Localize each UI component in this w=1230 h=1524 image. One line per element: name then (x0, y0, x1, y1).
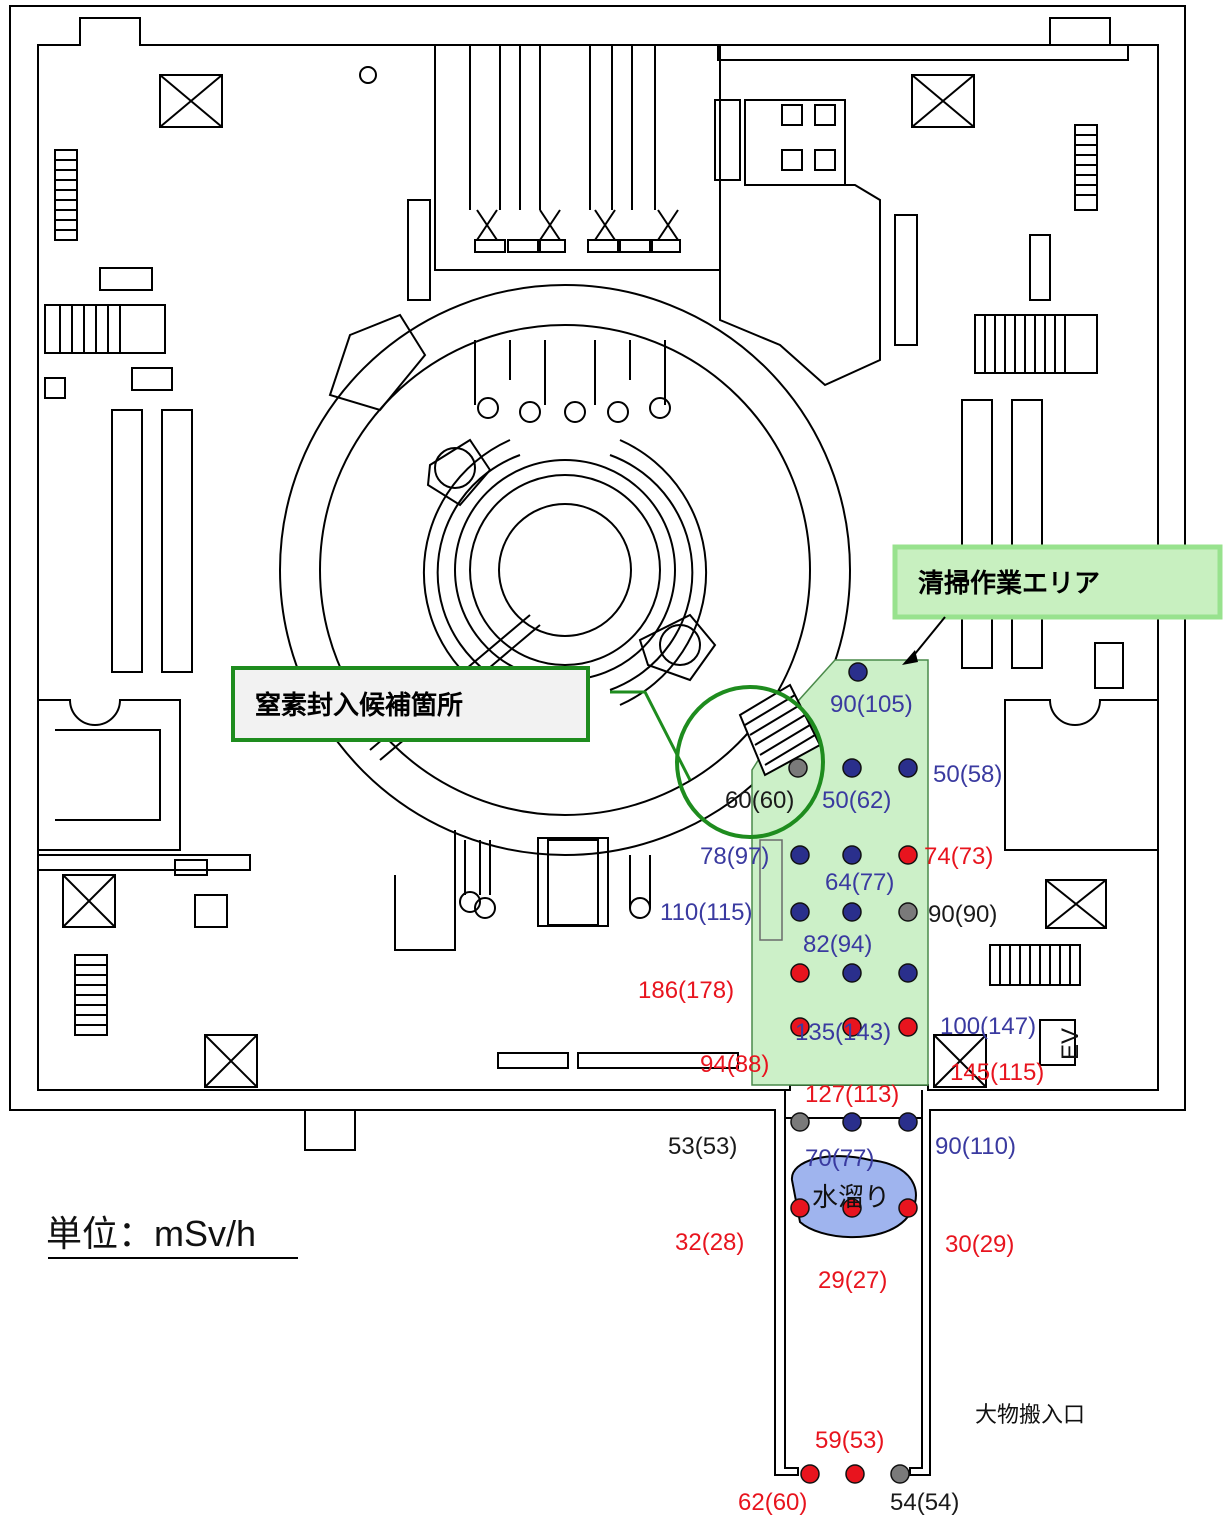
unit-label: 単位：mSv/h (46, 1213, 257, 1254)
equipment-x-boxes (62, 74, 1107, 1088)
measurement-point (890, 1464, 910, 1484)
reading-label: 32(28) (675, 1229, 745, 1256)
large-entrance-label: 大物搬入口 (975, 1402, 1086, 1427)
reading-label: 82(94) (803, 931, 873, 958)
measurement-point (842, 1198, 862, 1218)
reading-label: 94(88) (700, 1051, 770, 1078)
measurement-points (788, 662, 918, 1484)
measurement-point (898, 845, 918, 865)
water-pool-label: 水溜り (812, 1182, 891, 1212)
measurement-point (842, 845, 862, 865)
rooms (38, 699, 1158, 1069)
measurement-point (898, 1017, 918, 1037)
vertical-tanks (111, 44, 1129, 673)
containment-circle (279, 284, 851, 951)
equipment-boxes (44, 99, 1124, 928)
measurement-point (898, 758, 918, 778)
measurement-point (842, 758, 862, 778)
measurement-point (800, 1464, 820, 1484)
reading-label: 127(113) (805, 1081, 900, 1108)
reading-label: 145(115) (950, 1059, 1045, 1086)
stairs (44, 124, 1098, 1036)
reading-label: 78(97) (700, 843, 770, 870)
nitrogen-candidate-label: 窒素封入候補箇所 (255, 690, 464, 720)
measurement-point (788, 758, 808, 778)
measurement-point (845, 1464, 865, 1484)
reading-label: 30(29) (945, 1231, 1015, 1258)
reading-label: 186(178) (638, 977, 735, 1004)
reading-label: 50(62) (822, 787, 892, 814)
reading-label: 60(60) (725, 787, 795, 814)
reading-label: 110(115) (660, 899, 753, 926)
measurement-point (842, 963, 862, 983)
cleaning-area-callout (892, 544, 1223, 620)
elevator-label: EV (1057, 1027, 1084, 1060)
measurement-point (790, 845, 810, 865)
measurement-point (790, 902, 810, 922)
reading-label: 53(53) (668, 1133, 738, 1160)
reading-label: 29(27) (818, 1267, 888, 1294)
reading-label: 74(73) (924, 843, 994, 870)
reading-label: 90(110) (935, 1133, 1016, 1160)
measurement-point (898, 1112, 918, 1132)
reading-label: 90(90) (928, 901, 998, 928)
nitrogen-callout (231, 666, 590, 742)
measurement-point (898, 902, 918, 922)
measurement-point (848, 662, 868, 682)
piping-top (359, 45, 721, 271)
reading-label: 90(105) (830, 691, 913, 718)
nitrogen-circle (675, 685, 825, 839)
measurement-point (790, 1017, 810, 1037)
measurement-point (790, 1112, 810, 1132)
reading-label: 59(53) (815, 1427, 885, 1454)
reading-label: 62(60) (738, 1489, 808, 1516)
measurement-point (790, 963, 810, 983)
reading-label: 64(77) (825, 869, 895, 896)
reading-label: 100(147) (940, 1013, 1037, 1040)
measurement-point (842, 1112, 862, 1132)
cleaning-area-label: 清掃作業エリア (918, 568, 1101, 598)
measurement-point (898, 963, 918, 983)
measurement-point (898, 1198, 918, 1218)
measurement-point (842, 902, 862, 922)
reading-label: 70(77) (805, 1145, 875, 1172)
reading-label: 135(143) (795, 1019, 892, 1046)
measurement-point (842, 1017, 862, 1037)
water-pool-shape (790, 1155, 917, 1239)
measurement-point (790, 1198, 810, 1218)
reading-label: 54(54) (890, 1489, 960, 1516)
reading-label: 50(58) (933, 761, 1003, 788)
